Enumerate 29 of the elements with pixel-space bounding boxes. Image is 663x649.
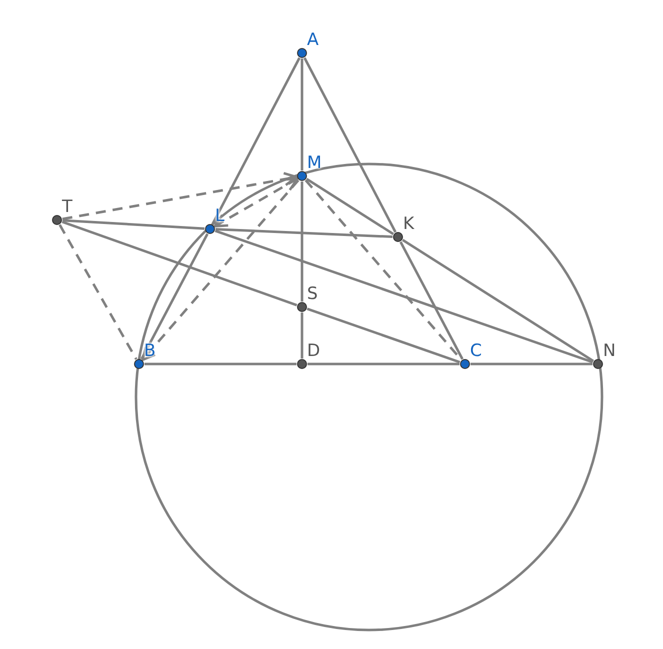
line-segment [470,362,592,366]
line-segment [62,219,205,230]
line-segment [306,178,394,236]
dashed-segment [141,179,300,362]
line-segment [402,238,594,362]
point-label: N [603,342,616,360]
point-label: K [403,215,414,233]
point-label: T [62,198,72,216]
line-segment [300,58,304,170]
line-segment [300,312,304,358]
line-segment [215,228,393,238]
point-label: S [307,285,318,303]
point-label: A [307,31,319,49]
point-label: C [470,342,482,360]
dashed-segment [62,172,298,220]
point-label: M [307,154,322,172]
line-segment [300,182,304,302]
line-segment [144,362,296,366]
line-segment [303,57,397,233]
dashed-segment [214,178,298,228]
line-segment [399,241,464,360]
dashed-segment [58,224,138,360]
line-segment [214,230,594,364]
line-segment [62,220,298,306]
line-segment [308,362,460,366]
point-label: D [307,342,320,360]
line-segment [140,233,209,360]
line-segment [306,308,460,364]
line-segment [211,57,301,225]
